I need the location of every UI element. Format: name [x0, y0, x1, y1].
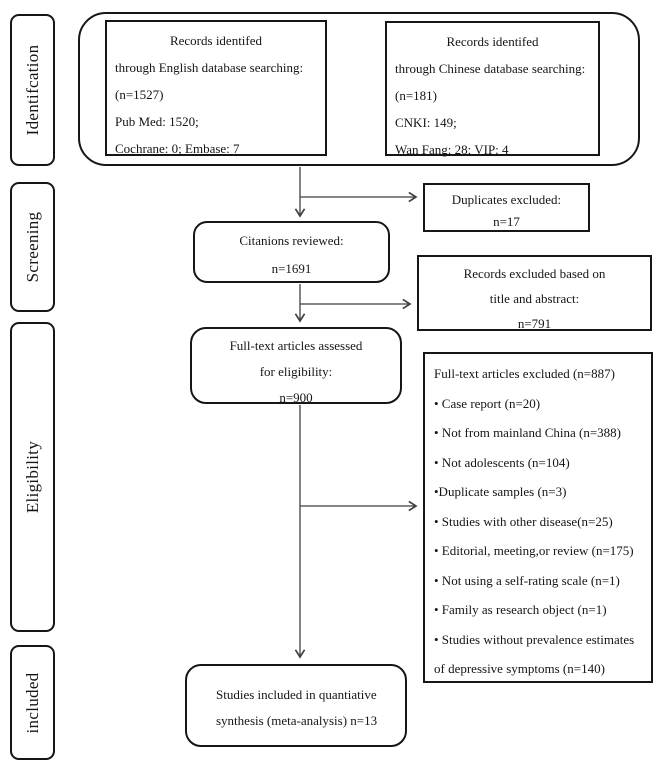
excluded-reason-item: •Duplicate samples (n=3)	[434, 484, 567, 499]
text-line: Citanions reviewed:	[239, 233, 344, 248]
records-english-box: Records identifed through English databa…	[105, 20, 327, 156]
text-line: (n=1527)	[115, 87, 164, 102]
excluded-reason-item: • Not adolescents (n=104)	[434, 454, 570, 470]
text-line: through Chinese database searching:	[395, 61, 586, 76]
excluded-reason-item: of depressive symptoms (n=140)	[434, 661, 605, 676]
text-line: synthesis (meta-analysis) n=13	[216, 713, 378, 728]
fulltext-excluded-box: Full-text articles excluded (n=887) • Ca…	[423, 352, 653, 683]
records-english-title: Records identifed	[169, 33, 263, 48]
stage-identification-label: Identifcation	[22, 44, 42, 136]
text-line: Full-text articles assessed	[229, 338, 363, 353]
stage-included-label: included	[22, 672, 42, 733]
fulltext-excluded-title: Full-text articles excluded (n=887)	[434, 366, 615, 381]
stage-identification: Identifcation	[10, 14, 55, 166]
fulltext-assessed-box: Full-text articles assessed for eligibil…	[190, 327, 402, 405]
text-line: Pub Med: 1520;	[115, 114, 199, 129]
excluded-reason-item: • Studies with other disease(n=25)	[434, 513, 613, 529]
text-line: n=17	[493, 214, 520, 229]
text-line: Records excluded based on	[463, 266, 606, 281]
text-line: (n=181)	[395, 88, 437, 103]
text-line: title and abstract:	[489, 291, 580, 306]
text-line: n=791	[517, 316, 552, 331]
records-chinese-box: Records identifed through Chinese databa…	[385, 21, 600, 157]
excluded-reason-item: • Not using a self-rating scale (n=1)	[434, 572, 620, 588]
text-line: through English database searching:	[115, 60, 304, 75]
stage-eligibility-label: Eligibility	[22, 440, 42, 514]
stage-eligibility: Eligibility	[10, 322, 55, 632]
title-abstract-excluded-box: Records excluded based on title and abst…	[417, 255, 652, 331]
excluded-reason-item: • Not from mainland China (n=388)	[434, 425, 621, 440]
citations-reviewed-box: Citanions reviewed: n=1691	[193, 221, 390, 283]
text-line: n=1691	[271, 261, 312, 276]
studies-included-box: Studies included in quantiative synthesi…	[185, 664, 407, 747]
excluded-reason-item: • Editorial, meeting,or review (n=175)	[434, 543, 634, 558]
identification-container-box	[78, 12, 640, 166]
stage-screening-label: Screening	[22, 211, 42, 283]
excluded-reason-item: • Studies without prevalence estimates	[434, 631, 635, 647]
text-line: n=900	[279, 390, 313, 405]
duplicates-excluded-box: Duplicates excluded: n=17	[423, 183, 590, 232]
excluded-reason-item: • Family as research object (n=1)	[434, 602, 607, 617]
text-line: for eligibility:	[259, 364, 333, 379]
stage-included: included	[10, 645, 55, 760]
text-line: Studies included in quantiative	[216, 687, 377, 702]
text-line: Wan Fang: 28; VIP: 4	[395, 142, 509, 157]
text-line: Cochrane: 0; Embase: 7	[115, 141, 240, 156]
text-line: Duplicates excluded:	[451, 192, 562, 207]
text-line: CNKI: 149;	[395, 115, 457, 130]
stage-screening: Screening	[10, 182, 55, 312]
records-chinese-title: Records identifed	[446, 34, 539, 49]
excluded-reason-item: • Case report (n=20)	[434, 395, 541, 411]
